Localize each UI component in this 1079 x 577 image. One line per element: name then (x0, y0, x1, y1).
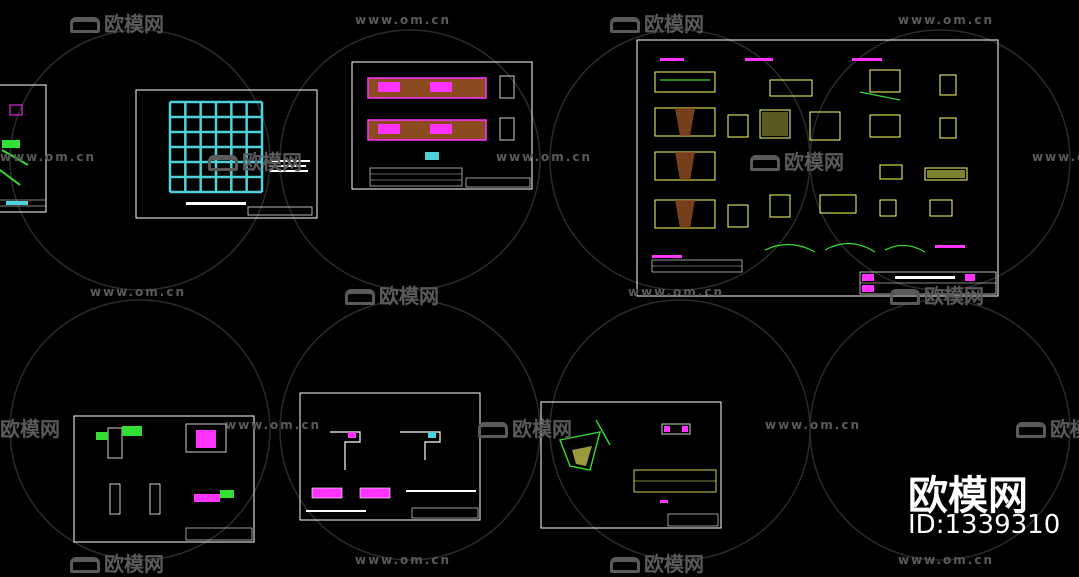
drawing-sheet-bottom-middle (299, 392, 481, 521)
watermark-brand: 欧模网 (208, 146, 302, 175)
watermark-url: www.om.cn (628, 285, 725, 299)
watermark-brand: 欧模网 (750, 146, 844, 175)
watermark-url: www.om.cn (225, 418, 322, 432)
watermark-url: www.om.cn (765, 418, 862, 432)
watermark-url: www.om.cn (90, 285, 187, 299)
sofa-logo-icon (610, 17, 640, 33)
watermark-url: www.om.cn (1032, 150, 1079, 164)
watermark-brand: 欧模网 (610, 548, 704, 577)
watermark-url: www.om.cn (355, 553, 452, 567)
sofa-logo-icon (1016, 422, 1046, 438)
grid-lines (168, 100, 264, 194)
watermark-brand: 欧模网 (345, 280, 439, 309)
watermark-brand: 欧模网 (70, 8, 164, 37)
watermark-url: www.om.cn (0, 150, 97, 164)
sofa-logo-icon (345, 289, 375, 305)
sofa-logo-icon (890, 289, 920, 305)
watermark-circles (9, 29, 1071, 561)
watermark-url: www.om.cn (355, 13, 452, 27)
watermark-brand: 欧模网 (70, 548, 164, 577)
drawing-sheet-a (0, 84, 47, 213)
sofa-logo-icon (70, 17, 100, 33)
watermark-brand: 欧模网 (890, 280, 984, 309)
sofa-logo-icon (70, 557, 100, 573)
watermark-url: www.om.cn (496, 150, 593, 164)
watermark-brand: 欧模网 (0, 417, 60, 441)
watermark-brand: 欧模网 (610, 8, 704, 37)
watermark-brand: 欧模网 (478, 413, 572, 442)
watermark-url: www.om.cn (898, 553, 995, 567)
corner-id-label: ID:1339310 (908, 510, 1061, 540)
drawing-sheet-bottom-right (540, 401, 722, 529)
drawing-sheet-detail-large (636, 39, 999, 297)
sofa-logo-icon (610, 557, 640, 573)
watermark-url: www.om.cn (898, 13, 995, 27)
drawing-sheet-grid-plan (135, 89, 318, 219)
corner-brand-logo: 欧模网 (908, 473, 1028, 519)
watermark-brand: 欧模网 (1016, 413, 1079, 442)
sofa-logo-icon (208, 155, 238, 171)
sofa-logo-icon (750, 155, 780, 171)
drawing-sheet-bottom-left (73, 415, 255, 543)
drawing-sheet-beam-elevations (351, 61, 533, 190)
sofa-logo-icon (478, 422, 508, 438)
